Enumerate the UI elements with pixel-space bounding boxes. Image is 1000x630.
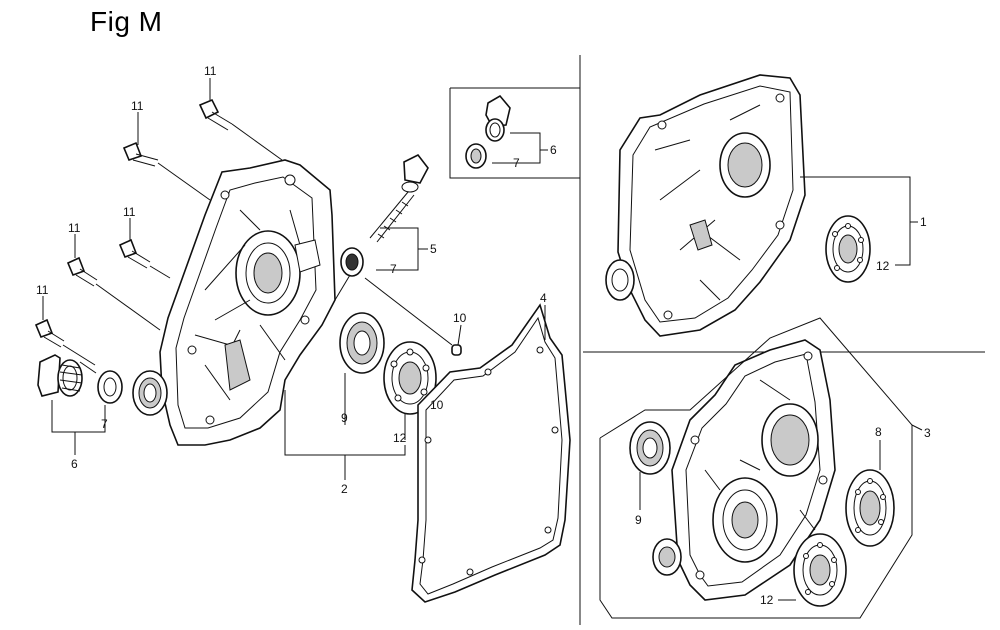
dipstick-5 xyxy=(334,153,429,301)
callout-11: 11 xyxy=(204,64,217,78)
callout-3: 3 xyxy=(924,426,931,440)
leaders-2 xyxy=(284,373,406,480)
callout-7: 7 xyxy=(101,417,108,431)
bearing-12-r2 xyxy=(778,533,847,607)
figure-title: Fig M xyxy=(90,6,163,37)
callout-10: 10 xyxy=(430,398,444,412)
callout-7: 7 xyxy=(513,156,520,170)
leaders-bolts xyxy=(42,78,283,366)
bolt-11-d xyxy=(66,256,98,287)
oil-seal-left xyxy=(132,370,168,416)
assy-3-outline xyxy=(599,317,923,619)
callout-6: 6 xyxy=(71,457,78,471)
inset-oil-cap xyxy=(465,94,548,169)
oil-seal-9-r xyxy=(629,421,671,510)
callout-11: 11 xyxy=(131,99,144,113)
callout-5: 5 xyxy=(430,242,437,256)
crankcase-cover-assy-1 xyxy=(605,74,910,337)
callout-7: 7 xyxy=(390,262,397,276)
callout-12: 12 xyxy=(876,259,890,273)
callout-9: 9 xyxy=(635,513,642,527)
callout-11: 11 xyxy=(68,221,81,235)
crankcase-cover-assy-3 xyxy=(652,339,836,601)
callout-11: 11 xyxy=(123,205,136,219)
callout-6: 6 xyxy=(550,143,557,157)
bolts-11 xyxy=(34,98,233,348)
bearing-8 xyxy=(845,440,895,547)
callout-1: 1 xyxy=(920,215,927,229)
callout-11: 11 xyxy=(36,283,49,297)
callout-12: 12 xyxy=(760,593,774,607)
callout-12: 12 xyxy=(393,431,407,445)
crankcase-cover-main xyxy=(159,159,336,446)
callout-2: 2 xyxy=(341,482,348,496)
callout-4: 4 xyxy=(540,291,547,305)
gasket-4 xyxy=(411,303,571,603)
bolt-11-b xyxy=(122,141,159,167)
callout-labels: 11 11 11 11 11 6 7 5 7 10 10 9 12 2 4 6 … xyxy=(36,64,931,607)
callout-10: 10 xyxy=(453,311,467,325)
bolt-11-c xyxy=(118,238,151,269)
bolt-11-e xyxy=(34,318,65,348)
oil-filler-cap-left xyxy=(37,354,123,455)
bolt-11-a xyxy=(198,98,233,131)
callout-9: 9 xyxy=(341,411,348,425)
callout-8: 8 xyxy=(875,425,882,439)
bearing-12 xyxy=(383,341,437,415)
bearing-12-r1 xyxy=(825,176,918,283)
oil-seal-9 xyxy=(339,312,385,374)
